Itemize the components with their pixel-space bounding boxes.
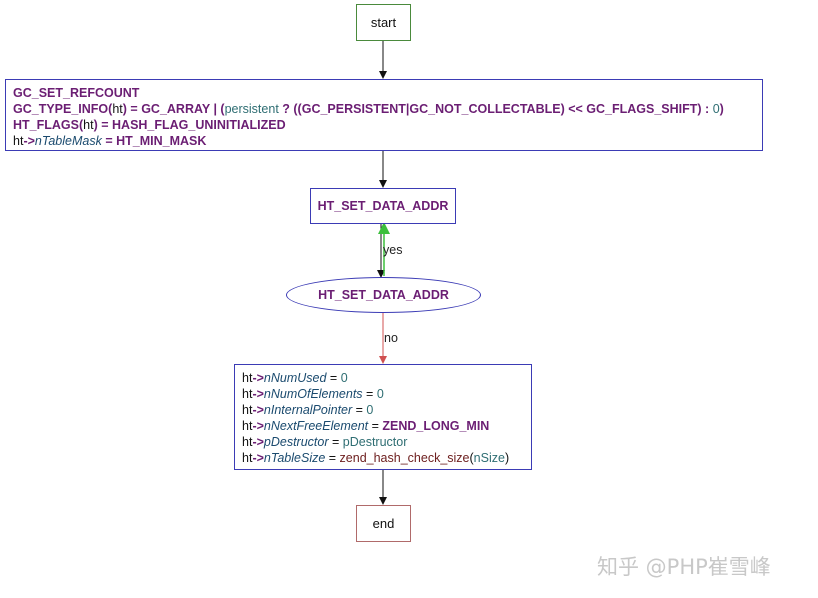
yes-edge-label: yes [383, 243, 403, 257]
token: = [325, 451, 340, 465]
token: pDestructor [263, 435, 329, 449]
token: -> [252, 387, 264, 401]
token: nInternalPointer [263, 403, 353, 417]
set-data-addr-block: HT_SET_DATA_ADDR [310, 188, 456, 224]
code-line: ht->pDestructor = pDestructor [242, 434, 524, 450]
token: ht [112, 102, 123, 116]
token: GC_FLAGS_SHIFT [586, 102, 698, 116]
code-line: ht->nTableSize = zend_hash_check_size(nS… [242, 450, 524, 466]
start-label: start [370, 15, 397, 30]
token: ) [719, 102, 724, 116]
token: HT_MIN_MASK [116, 134, 207, 148]
token: nNextFreeElement [263, 419, 369, 433]
code-line: ht->nInternalPointer = 0 [242, 402, 524, 418]
token: nSize [473, 451, 505, 465]
token: HT_FLAGS [13, 118, 79, 132]
token: ? (( [278, 102, 302, 116]
token: | [405, 102, 410, 116]
init-fields-block: ht->nNumUsed = 0 ht->nNumOfElements = 0 … [234, 364, 532, 470]
token: ) [504, 451, 510, 465]
token: = [368, 419, 383, 433]
set-data-addr-label: HT_SET_DATA_ADDR [317, 199, 449, 213]
token: HASH_FLAG_UNINITIALIZED [112, 118, 286, 132]
token: 0 [340, 371, 348, 385]
token: ) : [697, 102, 713, 116]
token: pDestructor [342, 435, 408, 449]
code-line: HT_FLAGS(ht) = HASH_FLAG_UNINITIALIZED [13, 117, 755, 133]
code-line: GC_TYPE_INFO(ht) = GC_ARRAY | (persisten… [13, 101, 755, 117]
token: GC_PERSISTENT [301, 102, 406, 116]
token: -> [252, 371, 264, 385]
token: 0 [366, 403, 374, 417]
token: ht [242, 419, 253, 433]
token: nTableSize [263, 451, 326, 465]
token: GC_SET_REFCOUNT [13, 86, 140, 100]
token: | ( [209, 102, 225, 116]
code-line: ht->nNumOfElements = 0 [242, 386, 524, 402]
token: nNumUsed [263, 371, 327, 385]
init-refcount-block: GC_SET_REFCOUNT GC_TYPE_INFO(ht) = GC_AR… [5, 79, 763, 151]
token: = [328, 435, 343, 449]
token: 0 [712, 102, 720, 116]
token: ) = [122, 102, 142, 116]
token: ht [242, 435, 253, 449]
token: ( [469, 451, 474, 465]
token: 0 [376, 387, 384, 401]
code-line: ht->nTableMask = HT_MIN_MASK [13, 133, 755, 149]
watermark: 知乎 @PHP崔雪峰 [597, 555, 771, 579]
token: nNumOfElements [263, 387, 363, 401]
token: -> [252, 403, 264, 417]
token: = [362, 387, 377, 401]
token: ) = [93, 118, 113, 132]
no-edge-label: no [384, 331, 398, 345]
token: = [101, 134, 117, 148]
token: ZEND_LONG_MIN [382, 419, 490, 433]
token: -> [252, 419, 264, 433]
token: GC_ARRAY [141, 102, 210, 116]
token: ht [242, 403, 253, 417]
token: ht [242, 387, 253, 401]
code-line: ht->nNumUsed = 0 [242, 370, 524, 386]
end-node: end [356, 505, 411, 542]
token: ht [242, 371, 253, 385]
token: ht [83, 118, 94, 132]
token: zend_hash_check_size [339, 451, 470, 465]
end-label: end [372, 516, 395, 531]
token: persistent [224, 102, 279, 116]
token: ht [242, 451, 253, 465]
start-node: start [356, 4, 411, 41]
token: -> [23, 134, 35, 148]
token: -> [252, 435, 264, 449]
code-line: GC_SET_REFCOUNT [13, 85, 755, 101]
token: GC_TYPE_INFO [13, 102, 109, 116]
code-line: ht->nNextFreeElement = ZEND_LONG_MIN [242, 418, 524, 434]
token: GC_NOT_COLLECTABLE [409, 102, 561, 116]
decision-node: HT_SET_DATA_ADDR [286, 277, 481, 313]
token: = [352, 403, 367, 417]
token: nTableMask [34, 134, 102, 148]
token: ( [78, 118, 84, 132]
token: ( [108, 102, 113, 116]
token: ht [13, 134, 24, 148]
token: -> [252, 451, 264, 465]
token: ) << [560, 102, 587, 116]
token: = [326, 371, 341, 385]
decision-label: HT_SET_DATA_ADDR [318, 288, 449, 302]
